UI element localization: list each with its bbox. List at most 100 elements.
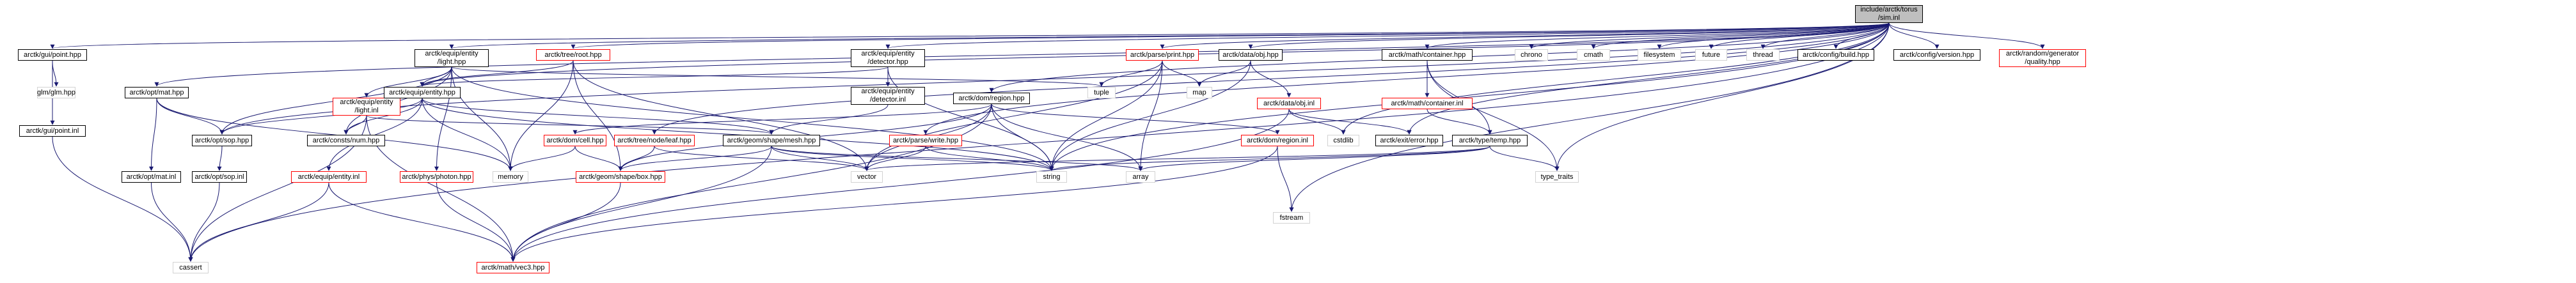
edge-parseprint-to-tuple [1099,60,1163,87]
edge-root-to-exiterror [1407,22,1890,135]
graph-node-guipointinl[interactable]: arctk/gui/point.inl [19,125,86,137]
graph-node-geomshapebox[interactable]: arctk/geom/shape/box.hpp [576,171,665,183]
edge-typetemp-to-typetraits [1489,146,1560,171]
edge-root-to-optsop [219,22,1890,135]
graph-node-fstream: fstream [1273,212,1310,224]
graph-node-vector: vector [851,171,883,183]
edge-root-to-future [1709,22,1890,49]
graph-node-typetemp[interactable]: arctk/type/temp.hpp [1452,135,1528,146]
graph-node-mathcontainerinl[interactable]: arctk/math/container.inl [1382,98,1473,109]
edge-root-to-string [1049,22,1890,171]
edge-root-to-dataobj [1248,22,1890,49]
edge-equiplight-to-physphoton [434,66,452,171]
edge-geomshapemesh-to-geomshapebox [618,146,772,171]
edge-equiplightinl-to-mathvec3 [366,115,516,262]
graph-node-domcell[interactable]: arctk/dom/cell.hpp [544,135,606,146]
edge-guipointinl-to-cassert [52,136,193,262]
edge-physphoton-to-mathvec3 [436,182,516,262]
graph-node-equiplightinl[interactable]: arctk/equip/entity /light.inl [333,98,400,116]
graph-node-equipdetector[interactable]: arctk/equip/entity /detector.hpp [851,49,925,67]
edge-dataobjinl-to-mathvec3 [510,109,1290,262]
edge-typetemp-to-string [1049,146,1490,171]
graph-node-optmat[interactable]: arctk/opt/mat.hpp [125,87,189,98]
graph-node-optmatinl[interactable]: arctk/opt/mat.inl [122,171,181,183]
edge-root-to-equipdetector [886,22,1890,49]
graph-node-randomquality[interactable]: arctk/random/generator /quality.hpp [1999,49,2086,67]
graph-node-treeroot[interactable]: arctk/tree/root.hpp [536,49,610,61]
edge-equiplightinl-to-geomshapemesh [366,115,774,135]
graph-node-filesystem: filesystem [1638,49,1681,61]
graph-node-parsewrite[interactable]: arctk/parse/write.hpp [889,135,962,146]
graph-node-mathcontainer[interactable]: arctk/math/container.hpp [1382,49,1473,61]
edge-treeroot-to-vector [573,60,869,171]
edge-optsopinl-to-cassert [188,182,220,262]
edge-domregion-to-array [991,103,1143,171]
edge-root-to-mathcontainer [1425,22,1890,49]
edge-optmat-to-optsop [156,98,225,135]
graph-node-equiplight[interactable]: arctk/equip/entity /light.hpp [415,49,489,67]
graph-node-future: future [1695,49,1727,61]
graph-node-root[interactable]: include/arctk/torus /sim.inl [1855,5,1923,23]
graph-node-typetraits: type_traits [1535,171,1579,183]
edge-root-to-randomquality [1888,22,2045,49]
edge-root-to-parsewrite [923,22,1890,135]
graph-node-array: array [1126,171,1155,183]
graph-node-physphoton[interactable]: arctk/phys/photon.hpp [400,171,473,183]
graph-node-map: map [1187,87,1212,98]
edge-equiplight-to-string [451,66,1054,171]
graph-node-domregioninl[interactable]: arctk/dom/region.inl [1241,135,1314,146]
graph-node-constsnum[interactable]: arctk/consts/num.hpp [307,135,385,146]
graph-node-dataobj[interactable]: arctk/data/obj.hpp [1219,49,1283,61]
graph-node-cstdlib: cstdlib [1327,135,1359,146]
edge-equipentity-to-string [422,98,1054,171]
graph-node-exiterror[interactable]: arctk/exit/error.hpp [1375,135,1443,146]
graph-node-domregion[interactable]: arctk/dom/region.hpp [953,93,1030,104]
edge-typetemp-to-vector [864,146,1490,171]
edge-root-to-configbuild [1833,22,1890,49]
graph-node-chrono: chrono [1515,49,1548,61]
graph-node-treenodeleaf[interactable]: arctk/tree/node/leaf.hpp [614,135,695,146]
edge-equipentity-to-constsnum [344,98,423,135]
edge-root-to-treenodeleaf [652,22,1890,135]
edge-equipdetector-to-equipentity [420,66,889,87]
edge-root-to-parseprint [1160,22,1890,49]
graph-node-parseprint[interactable]: arctk/parse/print.hpp [1126,49,1199,61]
edge-parsewrite-to-string [925,146,1054,171]
edge-equipentity-to-optsop [219,98,423,135]
edge-root-to-cmath [1591,22,1890,49]
graph-node-configversion[interactable]: arctk/config/version.hpp [1893,49,1980,61]
edge-geomshapemesh-to-vector [771,146,869,171]
edge-dataobj-to-map [1197,60,1251,87]
edge-optsop-to-optsopinl [217,146,223,171]
edge-optmatinl-to-cassert [151,182,193,262]
graph-node-mathvec3[interactable]: arctk/math/vec3.hpp [477,262,549,273]
edge-domcell-to-memory [508,146,576,171]
graph-node-guipoint[interactable]: arctk/gui/point.hpp [18,49,87,61]
edge-root-to-guipoint [51,22,1890,49]
edge-domregion-to-mathvec3 [510,103,992,262]
edge-parsewrite-to-vector [864,146,926,171]
graph-node-optsop[interactable]: arctk/opt/sop.hpp [192,135,252,146]
graph-node-glm: glm/glm.hpp [37,87,75,98]
edge-treenodeleaf-to-vector [654,146,869,171]
graph-node-dataobjinl[interactable]: arctk/data/obj.inl [1257,98,1321,109]
graph-node-cassert: cassert [173,262,209,273]
graph-node-equipentityinl[interactable]: arctk/equip/entity.inl [291,171,367,183]
graph-node-geomshapemesh[interactable]: arctk/geom/shape/mesh.hpp [723,135,820,146]
graph-node-equipdetectorinl[interactable]: arctk/equip/entity /detector.inl [851,87,925,105]
edge-geomshapemesh-to-array [771,146,1143,171]
edge-dataobj-to-dataobjinl [1250,60,1292,98]
edge-equiplight-to-memory [451,66,513,171]
graph-node-optsopinl[interactable]: arctk/opt/sop.inl [192,171,247,183]
edge-treeroot-to-equipentity [420,60,574,87]
graph-node-configbuild[interactable]: arctk/config/build.hpp [1798,49,1874,61]
edge-dataobjinl-to-exiterror [1288,109,1412,135]
edge-parseprint-to-vector [864,60,1163,171]
edge-dataobj-to-string [1049,60,1251,171]
edge-guipoint-to-glm [52,60,59,87]
edge-domregioninl-to-mathvec3 [510,146,1278,262]
graph-node-equipentity[interactable]: arctk/equip/entity.hpp [384,87,461,98]
edge-dataobjinl-to-cstdlib [1288,109,1346,135]
edge-domregioninl-to-fstream [1277,146,1294,212]
edge-mathcontainerinl-to-typetemp [1426,109,1492,135]
